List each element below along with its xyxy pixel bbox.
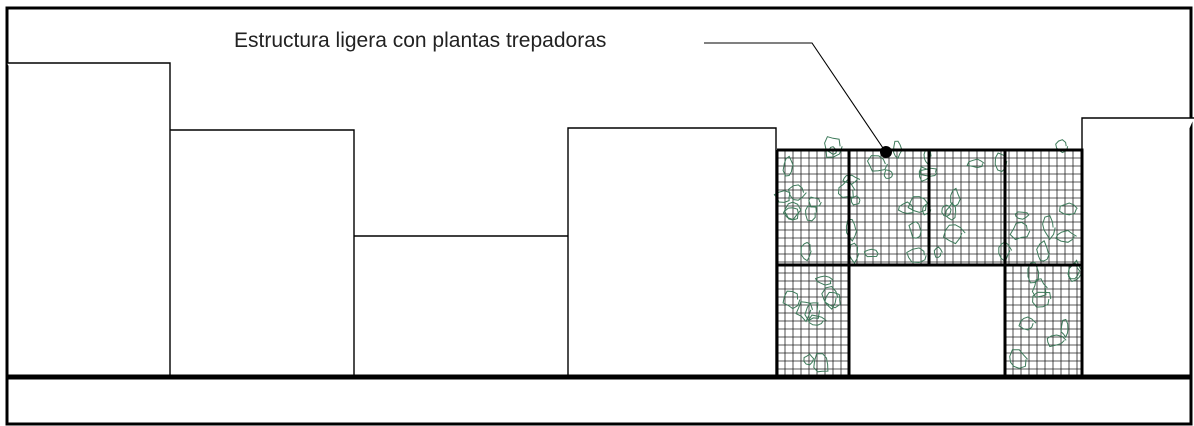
building-1 [7, 62, 171, 375]
climbing-plants [773, 136, 1084, 373]
drawing-frame [5, 6, 1193, 426]
trellis-mesh-right [1005, 265, 1082, 375]
building-2 [170, 129, 355, 375]
building-5 [1081, 117, 1194, 375]
trellis-frame [775, 148, 1084, 375]
annotation-point [880, 146, 892, 158]
building-4 [567, 127, 777, 375]
building-volumes [7, 62, 1194, 375]
annotation-leader-line [704, 42, 886, 152]
annotation-label: Estructura ligera con plantas trepadoras [234, 29, 607, 52]
